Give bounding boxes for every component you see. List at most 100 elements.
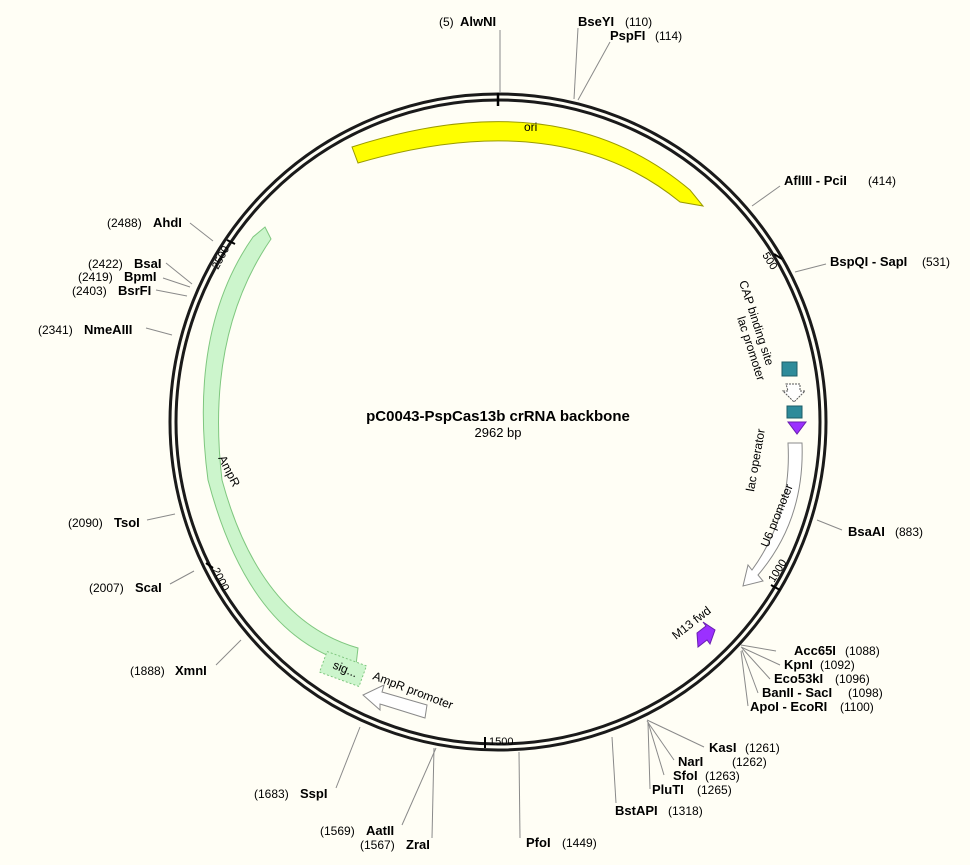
site-bspqi-sapi[interactable]: BspQI - SapI (531) <box>830 254 950 269</box>
site-name: BsaI <box>134 256 161 271</box>
u6-promoter-arrow <box>742 442 803 587</box>
site-kpni[interactable]: KpnI (1092) <box>784 657 855 672</box>
site-pspfi[interactable]: PspFI (114) <box>610 28 682 43</box>
site-tsoi[interactable]: (2090) TsoI <box>68 515 140 530</box>
site-name: BpmI <box>124 269 157 284</box>
site-nari[interactable]: NarI (1262) <box>678 754 767 769</box>
site-pos: (1262) <box>732 755 767 769</box>
site-pos: (5) <box>439 15 454 29</box>
ampr-promoter-arrow <box>362 684 428 719</box>
feature-ori[interactable]: ori <box>351 120 705 207</box>
site-eco53ki[interactable]: Eco53kI (1096) <box>774 671 870 686</box>
site-pfoi[interactable]: PfoI (1449) <box>526 835 597 850</box>
site-acc65i[interactable]: Acc65I (1088) <box>794 643 880 658</box>
site-pos: (1569) <box>320 824 355 838</box>
lac-promoter-arrow <box>781 383 807 403</box>
site-bsrfi[interactable]: (2403) BsrFI <box>72 283 151 298</box>
site-name: XmnI <box>175 663 207 678</box>
lac-operator-box <box>786 405 803 419</box>
site-pos: (2419) <box>78 270 113 284</box>
restriction-sites: (5) AlwNI BseYI (110) PspFI (114) AflIII… <box>38 14 950 852</box>
site-name: BstAPI <box>615 803 658 818</box>
site-name: KasI <box>709 740 736 755</box>
site-name: PspFI <box>610 28 645 43</box>
site-afliii-pcii[interactable]: AflIII - PciI (414) <box>784 173 896 188</box>
feature-m13-fwd[interactable]: M13 fwd <box>669 603 716 648</box>
ampr-arrow <box>202 226 359 666</box>
site-pos: (1318) <box>668 804 703 818</box>
tick-label-1500: 1500 <box>489 736 513 748</box>
site-pos: (1261) <box>745 741 780 755</box>
site-name: ApoI - EcoRI <box>750 699 827 714</box>
site-pos: (110) <box>625 15 652 29</box>
site-ahdi[interactable]: (2488) AhdI <box>107 215 182 230</box>
site-sfoi[interactable]: SfoI (1263) <box>673 768 740 783</box>
site-pos: (531) <box>922 255 950 269</box>
site-pos: (1088) <box>845 644 880 658</box>
site-pos: (1100) <box>840 700 874 714</box>
site-bsaai[interactable]: BsaAI (883) <box>848 524 923 539</box>
site-apoi-ecori[interactable]: ApoI - EcoRI (1100) <box>750 699 874 714</box>
site-pos: (883) <box>895 525 923 539</box>
site-name: AhdI <box>153 215 182 230</box>
site-pos: (2422) <box>88 257 123 271</box>
plasmid-length: 2962 bp <box>475 425 522 440</box>
lac-operator-label: lac operator <box>743 428 768 493</box>
site-bseyi[interactable]: BseYI (110) <box>578 14 652 29</box>
site-aatii[interactable]: (1569) AatII <box>320 823 394 838</box>
site-pos: (1567) <box>360 838 395 852</box>
site-pos: (2403) <box>72 284 107 298</box>
site-pos: (1096) <box>835 672 870 686</box>
ori-label: ori <box>524 120 537 134</box>
site-name: Acc65I <box>794 643 836 658</box>
site-name: PfoI <box>526 835 551 850</box>
site-banii-saci[interactable]: BanII - SacI (1098) <box>762 685 883 700</box>
site-kasi[interactable]: KasI (1261) <box>709 740 780 755</box>
site-name: BanII - SacI <box>762 685 832 700</box>
site-sspi[interactable]: (1683) SspI <box>254 786 327 801</box>
site-pos: (1449) <box>562 836 597 850</box>
site-bsai[interactable]: (2422) BsaI <box>88 256 161 271</box>
site-pos: (1092) <box>820 658 855 672</box>
site-alwni[interactable]: (5) AlwNI <box>439 14 496 29</box>
feature-amp-r[interactable]: AmpR sig... <box>202 226 368 688</box>
site-name: BseYI <box>578 14 614 29</box>
site-pos: (2488) <box>107 216 142 230</box>
ori-arrow <box>351 121 705 207</box>
site-name: AatII <box>366 823 394 838</box>
site-pos: (1888) <box>130 664 165 678</box>
site-pos: (114) <box>655 29 682 43</box>
site-name: Eco53kI <box>774 671 823 686</box>
purple-primer-marker <box>787 421 807 435</box>
site-scai[interactable]: (2007) ScaI <box>89 580 162 595</box>
feature-ampr-promoter[interactable]: AmpR promoter <box>362 669 455 719</box>
tick-label-2500: 2500 <box>210 244 232 271</box>
site-pos: (2090) <box>68 516 103 530</box>
site-pos: (2341) <box>38 323 73 337</box>
site-bstapi[interactable]: BstAPI (1318) <box>615 803 703 818</box>
site-pos: (1265) <box>697 783 732 797</box>
signal-sequence <box>318 650 368 688</box>
site-pos: (1683) <box>254 787 289 801</box>
site-xmni[interactable]: (1888) XmnI <box>130 663 207 678</box>
leader-lines <box>145 27 843 839</box>
site-name: SspI <box>300 786 327 801</box>
site-pos: (2007) <box>89 581 124 595</box>
site-zrai[interactable]: (1567) ZraI <box>360 837 430 852</box>
site-name: AflIII - PciI <box>784 173 847 188</box>
site-name: KpnI <box>784 657 813 672</box>
site-pos: (1098) <box>848 686 883 700</box>
site-pluti[interactable]: PluTI (1265) <box>652 782 732 797</box>
site-name: BsaAI <box>848 524 885 539</box>
site-nmeaiii[interactable]: (2341) NmeAIII <box>38 322 132 337</box>
site-name: BspQI - SapI <box>830 254 907 269</box>
site-name: TsoI <box>114 515 140 530</box>
site-name: SfoI <box>673 768 698 783</box>
site-name: ScaI <box>135 580 162 595</box>
plasmid-name: pC0043-PspCas13b crRNA backbone <box>366 408 630 425</box>
tick-label-2000: 2000 <box>209 566 231 593</box>
cap-binding-site-box <box>781 361 798 377</box>
site-name: ZraI <box>406 837 430 852</box>
site-bpmi[interactable]: (2419) BpmI <box>78 269 157 284</box>
